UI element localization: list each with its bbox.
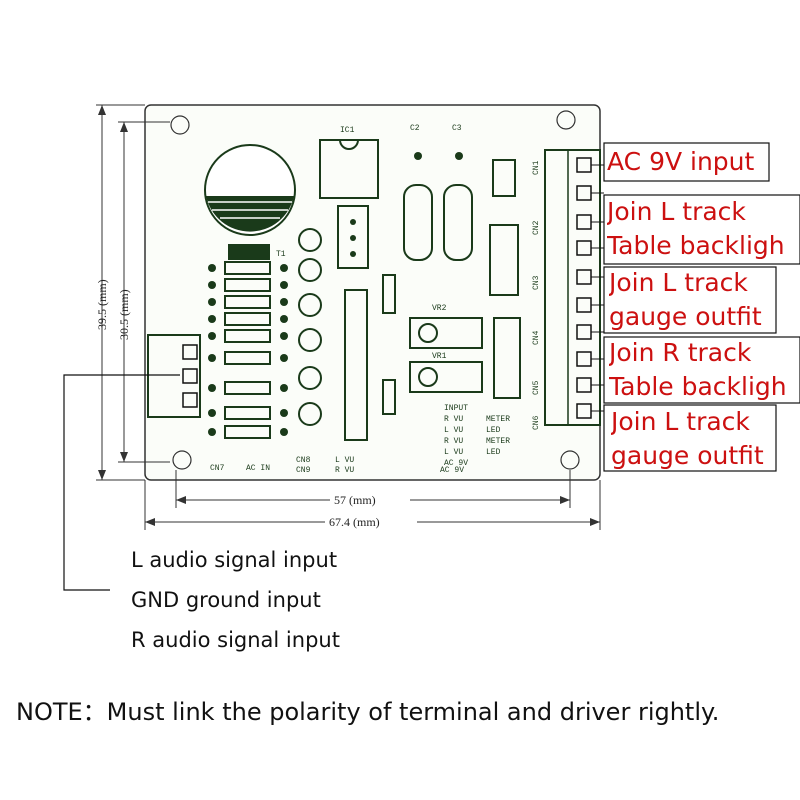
callout-line: gauge outfit [611, 441, 764, 470]
callout-line: gauge outfit [609, 302, 762, 331]
svg-text:C2: C2 [410, 124, 420, 133]
mounting-hole-top-right [556, 110, 576, 130]
dimension-width-inner-label: 57 (mm) [334, 493, 376, 507]
legend-label: AC 9V [444, 459, 468, 468]
callout-line: Join L track [609, 268, 748, 297]
legend-label-group: INPUT R VU L VU R VU L VU AC 9V METER LED METER L… [444, 404, 510, 468]
callout-boxes [603, 142, 800, 472]
resistor [208, 329, 288, 343]
resistor [208, 295, 288, 309]
film-capacitor-2: C3 [443, 124, 473, 261]
audio-input-leader [63, 374, 180, 591]
resistor [208, 312, 288, 326]
small-capacitor-column [298, 228, 322, 426]
dimension-height-outer-label: 39.5 (mm) [95, 279, 109, 330]
dimension-height-outer: 39.5 (mm) [95, 104, 145, 481]
svg-text:VR1: VR1 [432, 352, 447, 361]
ic-label: IC1 [340, 126, 355, 135]
resistor [208, 381, 288, 395]
legend-label: METER [486, 437, 510, 446]
callout-line: Table backligh [609, 372, 787, 401]
resistor [208, 261, 288, 275]
connector-small-1 [492, 159, 516, 197]
callout-line: Join L track [607, 197, 746, 226]
callout-line: AC 9V input [607, 147, 755, 176]
callout-left-gauge-2: Join L track gauge outfit [611, 405, 764, 473]
dimension-width-inner: 57 (mm) [175, 470, 571, 508]
cn-label: CN5 [532, 380, 541, 395]
pin-header [344, 289, 368, 441]
input-terminal-block [147, 334, 201, 418]
cn8-label: CN8 [296, 456, 311, 465]
svg-text:VR2: VR2 [432, 304, 447, 313]
legend-label: R VU [444, 415, 463, 424]
film-capacitor-1: C2 [403, 124, 433, 261]
regulator [337, 205, 369, 269]
cn9-label: CN9 [296, 466, 311, 475]
legend-label: L VU [444, 426, 463, 435]
legend-label: LED [486, 448, 501, 457]
rectifier [228, 244, 270, 260]
ic-chip: IC1 [319, 126, 379, 199]
connector-small-2 [489, 224, 519, 296]
mounting-hole-top-left [170, 115, 190, 135]
ac9v-label: AC 9V [440, 466, 464, 475]
callout-line: Join L track [611, 407, 750, 436]
dimension-height-inner-label: 30.5 (mm) [117, 289, 131, 340]
legend-label: R VU [444, 437, 463, 446]
cn-label: CN6 [532, 415, 541, 430]
mounting-hole-bottom-left [172, 450, 192, 470]
resistor-array [208, 261, 288, 439]
cn7-label: CN7 [210, 464, 225, 473]
trimmer-vr2: VR2 [409, 304, 483, 349]
legend-label: LED [486, 426, 501, 435]
ac-in-label: AC IN [246, 464, 270, 473]
legend-label: METER [486, 415, 510, 424]
dimension-height-inner: 30.5 (mm) [117, 121, 170, 463]
lvu-label: L VU [335, 456, 354, 465]
callout-line: Table backligh [607, 231, 785, 260]
resistor [208, 278, 288, 292]
callout-leaders [591, 164, 604, 412]
callout-line: Join R track [609, 338, 752, 367]
cn-label: CN1 [532, 160, 541, 175]
audio-label-gnd: GND ground input [131, 588, 321, 612]
diode [382, 274, 396, 314]
callout-left-backlight: Join L track Table backligh [607, 195, 800, 263]
rvu-label: R VU [335, 466, 354, 475]
callout-left-gauge: Join L track gauge outfit [609, 266, 762, 334]
main-capacitor [204, 144, 296, 236]
cn-label: CN4 [532, 330, 541, 345]
legend-label: INPUT [444, 404, 468, 413]
legend-label: L VU [444, 448, 463, 457]
cn-label: CN3 [532, 275, 541, 290]
svg-text:C3: C3 [452, 124, 462, 133]
dimension-width-outer: 67.4 (mm) [144, 480, 601, 530]
resistor [208, 351, 288, 365]
audio-label-left: L audio signal input [131, 548, 338, 572]
mounting-hole-bottom-right [560, 450, 580, 470]
connector-small-3 [493, 317, 521, 399]
callout-ac-9v-input: AC 9V input [607, 145, 754, 179]
dimension-width-outer-label: 67.4 (mm) [329, 515, 380, 529]
audio-label-right: R audio signal input [131, 628, 340, 652]
trimmer-vr1: VR1 [409, 352, 483, 393]
resistor [208, 425, 288, 439]
callout-right-backlight: Join R track Table backligh [609, 336, 800, 404]
polarity-note: NOTE：Must link the polarity of terminal … [16, 698, 720, 726]
transformer-label: T1 [276, 250, 286, 259]
cn-label: CN2 [532, 220, 541, 235]
diode-2 [382, 379, 396, 415]
resistor [208, 406, 288, 420]
